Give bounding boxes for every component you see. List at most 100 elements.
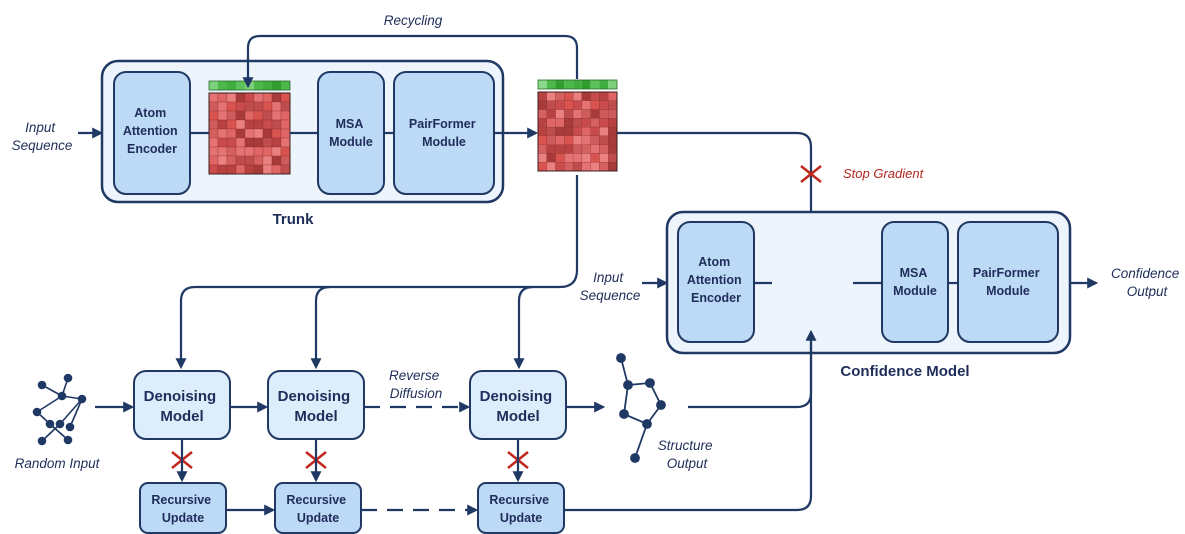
- stop-gradient-label: Stop Gradient: [843, 166, 925, 181]
- confidence-encoder-label: Atom Attention Encoder: [687, 255, 745, 305]
- pair-heat-cell: [537, 100, 547, 110]
- pair-heat-cell: [271, 110, 282, 121]
- pair-heat-cell: [262, 128, 273, 139]
- pair-heat-cell: [244, 110, 255, 121]
- pair-heat-cell: [590, 100, 600, 110]
- confidence-msa-box: [881, 221, 949, 343]
- pair-heat-cell: [581, 118, 591, 128]
- pair-bar-cell: [590, 80, 600, 89]
- pair-heat-cell: [581, 162, 591, 172]
- pair-heat-cell: [235, 101, 246, 112]
- pair-heat-cell: [581, 126, 591, 137]
- pair-heat-cell: [262, 110, 273, 121]
- pair-heat-cell: [271, 146, 282, 157]
- pair-heat-cell: [235, 110, 246, 121]
- stop-gradient-mark: [800, 165, 822, 183]
- pair-heat-cell: [546, 162, 556, 172]
- trunk-pairformer-box: [393, 71, 495, 195]
- pair-heat-cell: [590, 153, 600, 163]
- pair-heat-cell: [217, 155, 228, 166]
- pair-heat-cell: [226, 146, 237, 157]
- pair-heat-cell: [555, 126, 565, 137]
- pair-heat-cell: [555, 144, 565, 154]
- structure-output-graph-icon: [616, 353, 666, 463]
- pair-bar-cell: [245, 81, 254, 90]
- pair-heat-cell: [546, 153, 556, 163]
- recursive-update-1-label: Recursive Update: [151, 493, 214, 525]
- edge-trunk-to-denoiser-3: [513, 285, 534, 370]
- pair-heat-cell: [244, 101, 255, 112]
- pair-heat-cell: [253, 110, 264, 121]
- recursive-update-3-label: Recursive Update: [489, 493, 552, 525]
- recycling-label: Recycling: [384, 13, 443, 28]
- pair-heat-cell: [581, 109, 591, 119]
- pair-heat-cell: [581, 91, 591, 101]
- pair-heat-cell: [217, 164, 228, 175]
- pair-heat-cell: [280, 146, 291, 157]
- pair-heat-cell: [262, 164, 273, 175]
- pair-heat-cell: [590, 126, 600, 137]
- pair-heat-cell: [226, 92, 237, 103]
- pair-heat-cell: [555, 100, 565, 110]
- pair-heat-cell: [235, 137, 246, 148]
- pair-bar-cell: [564, 80, 574, 89]
- pair-heat-cell: [244, 155, 255, 166]
- pair-heat-cell: [280, 128, 291, 139]
- trunk-encoder-label: Atom Attention Encoder: [123, 106, 181, 156]
- pair-heat-cell: [217, 137, 228, 148]
- pair-heat-cell: [608, 109, 618, 119]
- pair-heat-cell: [244, 119, 255, 130]
- pair-heat-cell: [608, 118, 618, 128]
- recursive-update-1: [139, 482, 227, 534]
- pair-heat-cell: [590, 144, 600, 154]
- pair-heat-cell: [262, 155, 273, 166]
- recursive-update-2-label: Recursive Update: [286, 493, 349, 525]
- recursive-update-3: [477, 482, 565, 534]
- pair-heat-cell: [555, 118, 565, 128]
- pair-bar-cell: [573, 80, 582, 89]
- denoising-model-3: [469, 370, 567, 440]
- pair-heat-cell: [564, 135, 574, 145]
- pair-bar-cell: [555, 80, 565, 89]
- pair-heat-cell: [226, 155, 237, 166]
- pair-bar-cell: [263, 81, 272, 90]
- pair-heat-cell: [581, 135, 591, 145]
- pair-bar-cell: [218, 81, 227, 90]
- pair-heat-cell: [546, 91, 556, 101]
- pair-heat-cell: [608, 126, 618, 137]
- pair-heat-cell: [581, 144, 591, 154]
- pair-heat-cell: [217, 92, 228, 103]
- pair-heat-cell: [599, 144, 609, 154]
- pair-heat-cell: [280, 137, 291, 148]
- pair-heat-cell: [599, 109, 609, 119]
- pair-heat-cell: [599, 118, 609, 128]
- confidence-input-sequence-label: Input Sequence: [580, 270, 641, 303]
- trunk-msa-box: [317, 71, 385, 195]
- pair-heat-cell: [244, 146, 255, 157]
- pair-heat-cell: [262, 101, 273, 112]
- pair-bar-cell: [236, 81, 245, 90]
- pair-heat-cell: [581, 153, 591, 163]
- pair-heat-cell: [235, 119, 246, 130]
- pair-heat-cell: [564, 100, 574, 110]
- random-input-label: Random Input: [15, 456, 101, 471]
- pair-heat-cell: [590, 91, 600, 101]
- pair-heat-cell: [244, 137, 255, 148]
- pair-heat-cell: [253, 155, 264, 166]
- pair-heat-cell: [599, 91, 609, 101]
- pair-heat-cell: [572, 126, 583, 137]
- pair-heat-cell: [280, 101, 291, 112]
- pair-heat-cell: [217, 146, 228, 157]
- pair-heat-cell: [280, 164, 291, 175]
- pair-heat-cell: [244, 164, 255, 175]
- pair-heat-cell: [555, 162, 565, 172]
- denoising-model-2: [267, 370, 365, 440]
- pair-bar-cell: [254, 81, 263, 90]
- pair-bar-outline: [537, 79, 618, 90]
- structure-output-label: Structure Output: [658, 438, 717, 471]
- pair-heat-cell: [564, 162, 574, 172]
- pair-heat-cell: [546, 144, 556, 154]
- pair-bar-cell: [599, 80, 609, 89]
- pair-heat-cell: [208, 146, 219, 157]
